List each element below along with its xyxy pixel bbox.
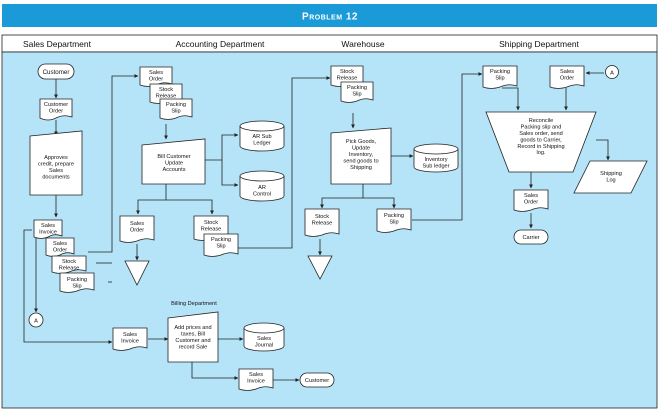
customer-end-terminal — [299, 372, 335, 388]
customer-order-document — [39, 98, 73, 121]
ar-sub-ledger-disk — [239, 120, 285, 152]
billing-department-label: Billing Department — [171, 301, 217, 307]
sales-journal-disk — [243, 322, 285, 352]
title-bar — [2, 4, 657, 27]
connector-a-right — [605, 65, 619, 79]
billing-sales-invoice-out-document — [238, 368, 274, 391]
acct-sales-order-2-document — [119, 215, 155, 243]
column-header-accounting: Accounting Department — [176, 39, 265, 49]
connector-a-left — [28, 312, 44, 328]
column-header-shipping: Shipping Department — [499, 39, 579, 49]
ship-sales-order-document — [549, 65, 585, 89]
column-header-sales: Sales Department — [23, 39, 92, 49]
ar-control-disk — [239, 170, 285, 202]
reconcile-manual-op — [485, 111, 597, 173]
customer-start-terminal — [37, 63, 75, 80]
diagram-title: Problem 12 — [302, 12, 358, 23]
sales-order-document — [45, 237, 75, 257]
ship-packing-slip-document — [482, 65, 518, 89]
shipping-log-parallelogram — [573, 160, 648, 194]
stock-release-document — [51, 255, 87, 274]
acct-packing-slip-2-document — [203, 233, 239, 257]
add-prices-manual-op — [167, 311, 219, 363]
billing-sales-invoice-document — [112, 327, 148, 351]
approve-credit-manual-op — [29, 130, 83, 196]
connector-a-left-label: A — [34, 319, 38, 325]
pick-goods-manual-op — [330, 127, 392, 185]
column-header-warehouse: Warehouse — [341, 39, 384, 49]
sales-invoice-document — [33, 219, 63, 239]
acct-packing-slip-document — [159, 98, 193, 120]
carrier-terminal — [513, 229, 549, 245]
connector-a-right-label: A — [610, 71, 614, 77]
packing-slip-document — [59, 272, 95, 293]
inventory-sub-ledger-disk — [413, 143, 459, 173]
customer-start-label: Customer — [43, 69, 70, 76]
wh-packing-slip-document — [340, 81, 374, 103]
flow-lines — [23, 71, 610, 382]
wh-packing-slip-2-document — [376, 208, 412, 233]
wh-stock-release-2-document — [304, 208, 340, 237]
acct-file-triangle — [124, 260, 150, 286]
customer-end-label: Customer — [305, 378, 329, 384]
carrier-label: Carrier — [522, 235, 539, 241]
bill-customer-manual-op — [141, 138, 206, 185]
wh-file-triangle — [307, 255, 333, 280]
ship-sales-order-2-document — [513, 189, 549, 212]
